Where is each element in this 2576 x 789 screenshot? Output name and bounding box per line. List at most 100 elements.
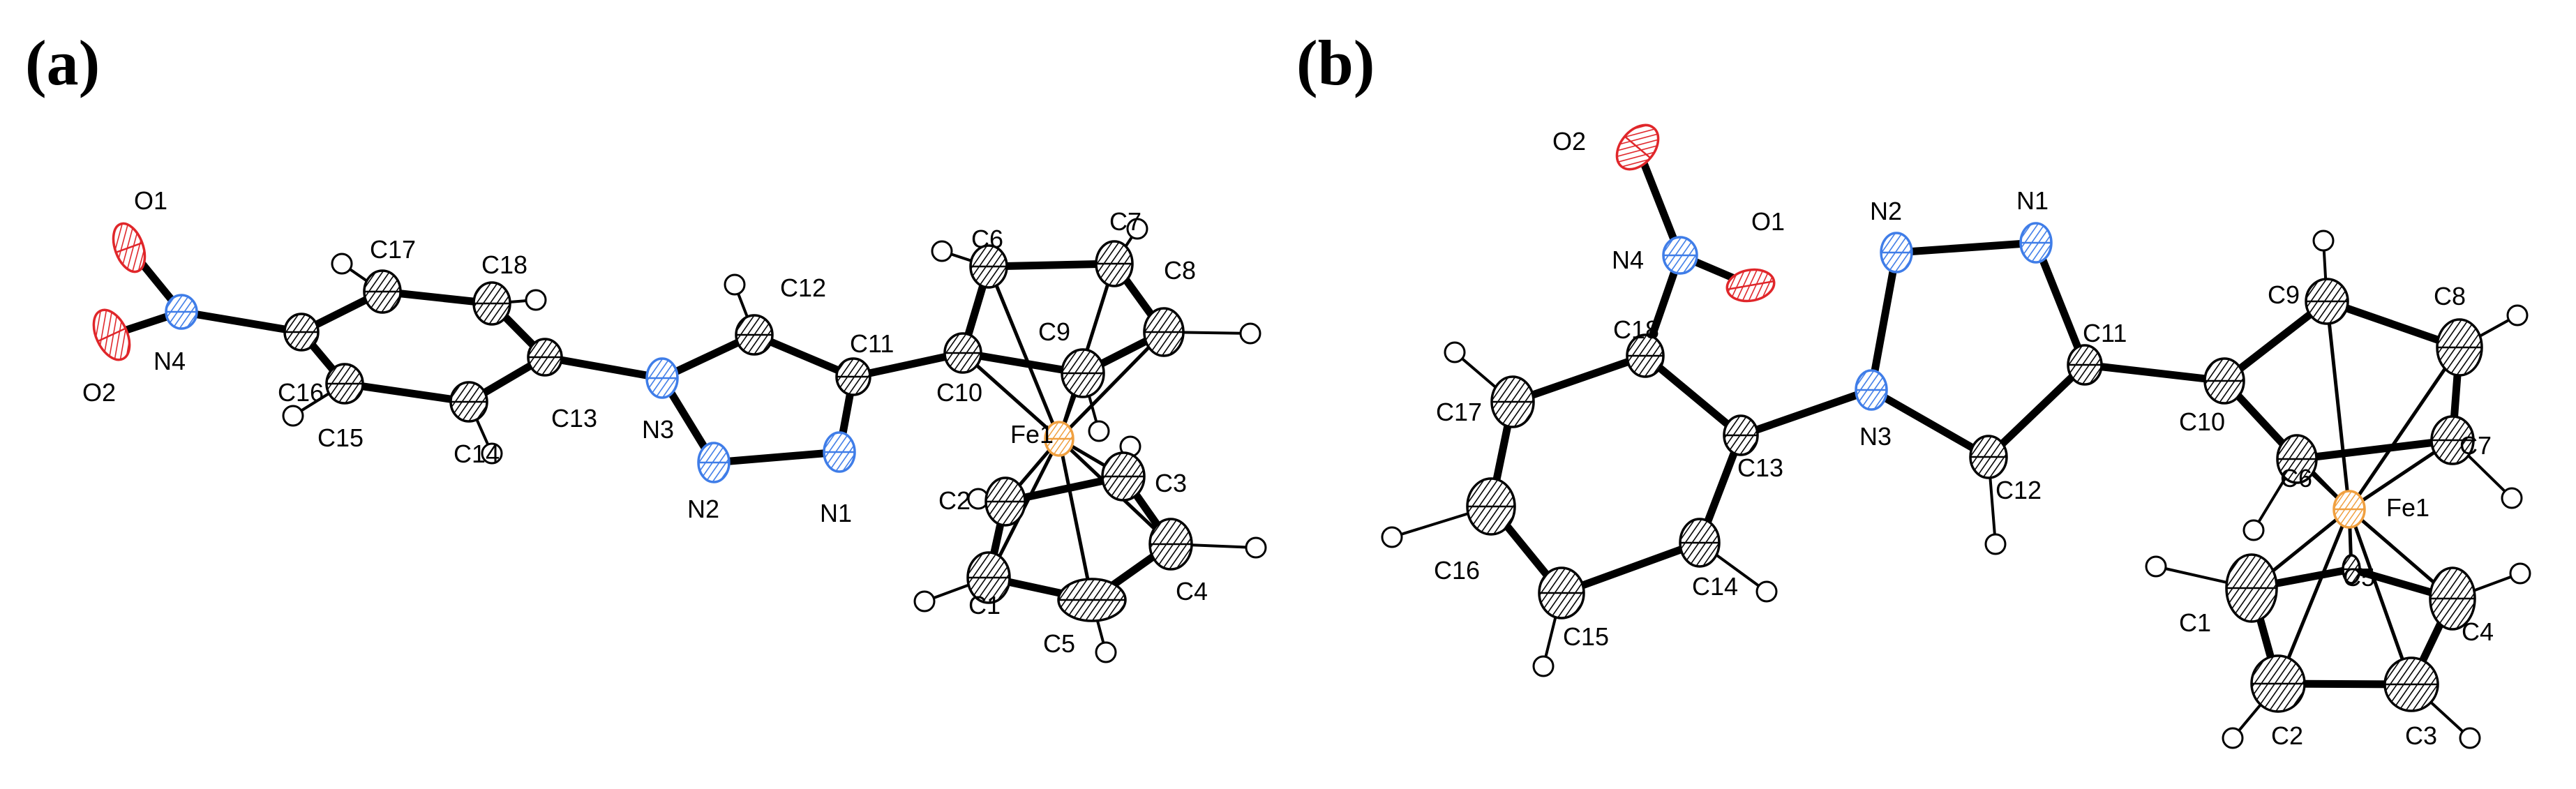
mol-b-atom-c18 xyxy=(1626,333,1665,378)
mol-b-hydrogen-atom xyxy=(2501,487,2523,509)
mol-a-atom-c16 xyxy=(283,313,320,352)
mol-a-atom-label-c10: C10 xyxy=(936,378,982,407)
mol-b-hydrogen-atom xyxy=(1444,341,1466,363)
mol-a-atom-label-c5: C5 xyxy=(1043,629,1075,658)
mol-a-atom-fe1 xyxy=(1044,421,1074,457)
mol-a-bond-fe1-c5 xyxy=(1057,437,1094,602)
mol-b-atom-label-c7: C7 xyxy=(2459,431,2492,460)
mol-a-atom-c5 xyxy=(1057,578,1127,622)
mol-b-atom-c2 xyxy=(2250,654,2306,713)
mol-a-atom-label-c11: C11 xyxy=(850,329,894,358)
mol-a-atom-label-n1: N1 xyxy=(820,499,852,527)
mol-a-atom-n1 xyxy=(823,431,856,473)
mol-a-atom-c9 xyxy=(1061,348,1105,398)
mol-a-atom-label-c2: C2 xyxy=(938,486,971,515)
mol-a-atom-n3 xyxy=(645,357,679,399)
mol-b-atom-o2 xyxy=(1615,123,1660,171)
mol-a-atom-label-o1: O1 xyxy=(134,186,167,215)
mol-a-atom-label-fe1: Fe1 xyxy=(1010,420,1054,449)
mol-b-bond-c15-c14 xyxy=(1557,539,1704,597)
mol-b-bond-fe1-c3 xyxy=(2347,507,2413,686)
mol-a-atom-label-n2: N2 xyxy=(687,495,719,523)
mol-a-atom-label-c12: C12 xyxy=(780,273,826,302)
mol-b-atom-c15 xyxy=(1538,566,1585,619)
mol-b-atom-label-n4: N4 xyxy=(1612,246,1644,274)
mol-a-atom-c2 xyxy=(984,476,1026,527)
mol-a-atom-label-c17: C17 xyxy=(370,235,416,264)
mol-b-bond-c7-c6 xyxy=(2293,436,2457,463)
mol-b-atom-c3 xyxy=(2383,656,2439,712)
mol-a-atom-c6 xyxy=(969,244,1008,289)
mol-a-atom-c15 xyxy=(325,363,364,405)
mol-b-atom-c11 xyxy=(2067,344,2103,386)
mol-b-hydrogen-atom xyxy=(2509,562,2531,585)
mol-b-atom-label-c11: C11 xyxy=(2083,319,2127,347)
mol-b-hydrogen-atom xyxy=(1984,533,2007,555)
mol-b-atom-c14 xyxy=(1679,518,1721,568)
mol-b-atom-c10 xyxy=(2203,357,2245,405)
mol-b-bond-n3-n2 xyxy=(1867,248,1901,394)
mol-a-bond-c15-c14 xyxy=(340,380,473,406)
mol-b-atom-c9 xyxy=(2305,278,2349,325)
mol-b-atom-label-c9: C9 xyxy=(2268,280,2300,309)
panel-label-b: (b) xyxy=(1296,27,1375,98)
mol-b-atom-label-c10: C10 xyxy=(2179,407,2225,436)
mol-a-atom-label-c9: C9 xyxy=(1038,317,1070,346)
mol-b-hydrogen-atom xyxy=(1381,526,1403,548)
mol-b-atom-c1 xyxy=(2225,553,2278,623)
mol-b-atom-c13 xyxy=(1723,414,1759,456)
mol-a-hydrogen-atom xyxy=(931,240,953,262)
mol-b-atom-c7 xyxy=(2430,415,2475,465)
mol-a-atom-c13 xyxy=(527,338,563,377)
mol-a-atom-c10 xyxy=(943,332,982,374)
mol-b-atom-label-c8: C8 xyxy=(2434,282,2466,310)
mol-a-hydrogen-atom xyxy=(1245,536,1267,559)
mol-b-hydrogen-atom xyxy=(2506,304,2529,326)
mol-a-atom-label-n4: N4 xyxy=(153,347,186,375)
mol-b-atom-n1 xyxy=(2019,222,2053,264)
mol-a-hydrogen-atom xyxy=(1095,641,1117,663)
mol-a-atom-label-c15: C15 xyxy=(317,423,364,452)
mol-a-atom-label-c16: C16 xyxy=(278,378,324,407)
mol-b-atom-label-c13: C13 xyxy=(1737,453,1783,482)
mol-b-atom-c6 xyxy=(2276,434,2318,484)
mol-a-atom-c4 xyxy=(1148,518,1193,571)
mol-b-atom-label-c17: C17 xyxy=(1436,398,1482,426)
mol-b-atom-label-n3: N3 xyxy=(1859,422,1892,451)
mol-a-bond-n4-c16 xyxy=(177,308,306,336)
mol-a-atom-o2 xyxy=(92,308,131,361)
mol-a-atom-label-o2: O2 xyxy=(82,378,116,407)
mol-a-atom-n4 xyxy=(165,294,198,330)
mol-b-bond-c13-n3 xyxy=(1737,386,1875,439)
mol-b-bond-c13-c18 xyxy=(1641,352,1745,439)
mol-b-atom-label-c3: C3 xyxy=(2405,721,2437,750)
mol-a-atom-label-c6: C6 xyxy=(971,225,1003,253)
mol-a-atom-label-c14: C14 xyxy=(454,439,500,468)
mol-a-atom-label-c18: C18 xyxy=(481,250,527,279)
mol-b-atom-n4 xyxy=(1662,236,1698,275)
mol-a-atom-c12 xyxy=(735,314,774,356)
mol-a-hydrogen-atom xyxy=(525,289,547,311)
mol-b-atom-c4 xyxy=(2429,566,2476,631)
mol-b-atom-label-c2: C2 xyxy=(2271,721,2303,750)
mol-b-bond-o2-n4 xyxy=(1633,143,1684,260)
mol-a-hydrogen-atom xyxy=(1088,420,1110,442)
mol-b-hydrogen-atom xyxy=(2145,555,2167,578)
mol-b-atom-o1 xyxy=(1725,268,1776,303)
mol-a-bond-n2-n1 xyxy=(710,448,844,467)
mol-a-atom-n2 xyxy=(697,442,731,483)
mol-a-bond-fe1-c6 xyxy=(987,264,1061,441)
mol-a-bond-c6-c7 xyxy=(984,260,1118,271)
mol-a-hydrogen-atom xyxy=(282,405,304,427)
mol-b-bond-fe1-c9 xyxy=(2325,299,2351,511)
mol-b-bond-c11-c10 xyxy=(2081,361,2229,385)
mol-a-bond-c13-n3 xyxy=(541,353,666,382)
mol-b-atom-label-o1: O1 xyxy=(1751,207,1785,236)
mol-a-atom-c11 xyxy=(835,357,871,396)
mol-a-bond-fe1-c10 xyxy=(961,351,1061,441)
mol-b-atom-label-c14: C14 xyxy=(1692,572,1738,601)
mol-b-atom-label-n2: N2 xyxy=(1870,197,1902,225)
mol-b-hydrogen-atom xyxy=(2459,727,2481,749)
mol-b-bond-n2-n1 xyxy=(1892,239,2040,257)
